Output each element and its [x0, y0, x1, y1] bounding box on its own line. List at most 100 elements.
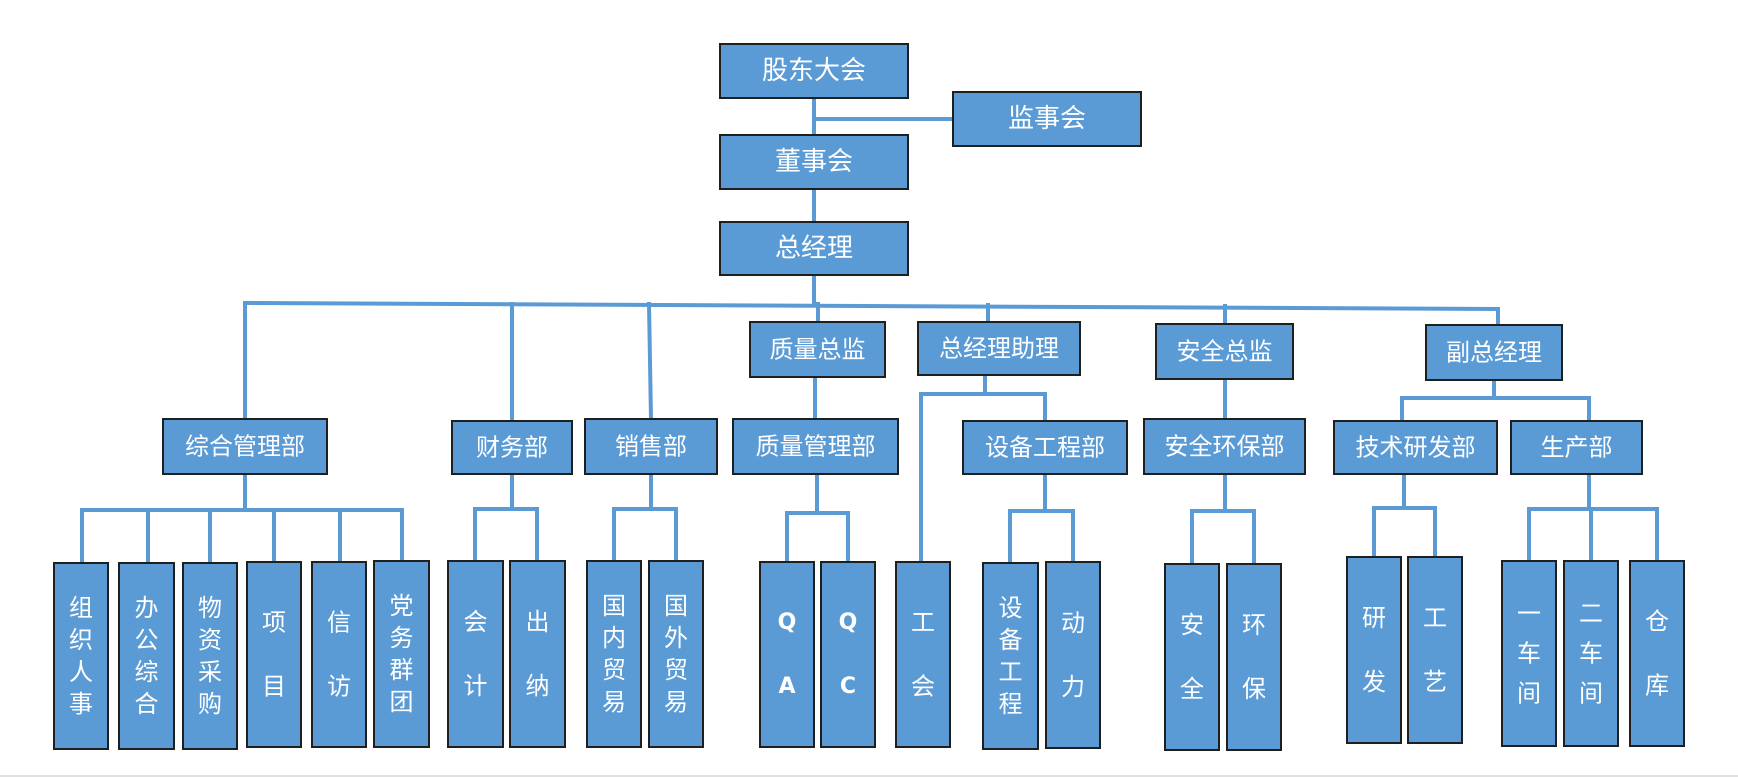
node-label: 设备工程部 — [985, 434, 1105, 462]
node-label: 研发 — [1362, 604, 1386, 696]
org-node-accounting: 会计 — [447, 560, 504, 748]
node-label: 副总经理 — [1446, 339, 1542, 367]
node-label: 监事会 — [1008, 104, 1086, 134]
bottom-rule — [0, 775, 1738, 777]
node-box — [1346, 556, 1402, 744]
org-node-finance: 财务部 — [451, 420, 573, 475]
org-node-quality-mgmt: 质量管理部 — [732, 418, 899, 475]
node-label: 股东大会 — [762, 56, 866, 86]
node-box — [1333, 420, 1498, 475]
node-box — [1629, 560, 1685, 747]
node-box — [962, 420, 1128, 475]
node-box — [719, 221, 909, 276]
node-box — [895, 561, 951, 748]
node-label: 二车间 — [1579, 600, 1603, 708]
node-label: 信访 — [327, 609, 351, 701]
node-label: 质量管理部 — [756, 433, 876, 461]
node-label: 办公综合 — [135, 594, 159, 718]
org-node-safety: 安全 — [1164, 563, 1220, 751]
node-label: 综合管理部 — [185, 433, 305, 461]
node-label: 仓库 — [1645, 608, 1669, 700]
org-node-safety-env: 安全环保部 — [1143, 418, 1306, 475]
org-node-env-protection: 环保 — [1226, 563, 1282, 751]
node-label: 总经理 — [775, 234, 853, 264]
node-box — [1407, 556, 1463, 744]
node-box — [451, 420, 573, 475]
org-node-workshop1: 一车间 — [1501, 560, 1557, 747]
node-box — [917, 321, 1081, 376]
node-box — [584, 418, 718, 475]
org-node-general-mgmt: 综合管理部 — [162, 418, 328, 475]
node-box — [719, 134, 909, 190]
node-label: 项目 — [262, 609, 286, 701]
org-node-project: 项目 — [246, 561, 302, 748]
connectors — [80, 96, 1659, 566]
org-node-party: 党务群团 — [373, 560, 430, 748]
node-box — [118, 562, 175, 750]
node-box — [447, 560, 504, 748]
connector-line — [242, 300, 1501, 312]
node-label: 技术研发部 — [1356, 434, 1476, 462]
org-node-petition: 信访 — [311, 561, 367, 748]
node-box — [182, 562, 238, 750]
org-node-equip-engineering: 设备工程 — [982, 562, 1039, 750]
node-box — [509, 560, 566, 748]
org-node-cashier: 出纳 — [509, 560, 566, 748]
node-box — [1143, 418, 1306, 475]
connector-line — [646, 301, 654, 422]
node-box — [719, 43, 909, 99]
node-label: 安全 — [1180, 611, 1204, 703]
node-box — [1045, 561, 1101, 749]
org-node-research: 研发 — [1346, 556, 1402, 744]
org-node-foreign-trade: 国外贸易 — [648, 560, 704, 748]
org-node-supervisors: 监事会 — [952, 91, 1142, 147]
node-label: 董事会 — [775, 147, 853, 177]
node-label: 会计 — [464, 608, 488, 700]
node-label: 安全总监 — [1177, 338, 1273, 366]
node-box — [246, 561, 302, 748]
org-node-hr: 组织人事 — [53, 562, 109, 750]
node-label: 总经理助理 — [939, 335, 1059, 363]
node-box — [982, 562, 1039, 750]
node-box — [749, 321, 886, 378]
org-node-shareholders: 股东大会 — [719, 43, 909, 99]
org-node-quality-director: 质量总监 — [749, 321, 886, 378]
node-box — [1563, 560, 1619, 747]
node-label: 设备工程 — [999, 594, 1023, 718]
node-box — [732, 418, 899, 475]
node-box — [586, 560, 642, 748]
node-box — [820, 561, 876, 748]
node-label: 工艺 — [1423, 604, 1447, 696]
node-label: 国内贸易 — [602, 592, 626, 716]
org-node-gm-assistant: 总经理助理 — [917, 321, 1081, 376]
org-node-equipment-eng: 设备工程部 — [962, 420, 1128, 475]
org-node-rnd: 技术研发部 — [1333, 420, 1498, 475]
node-label: 安全环保部 — [1165, 433, 1285, 461]
node-label: 出纳 — [526, 608, 550, 700]
node-label: 生产部 — [1541, 434, 1613, 462]
org-node-procurement: 物资采购 — [182, 562, 238, 750]
node-box — [1501, 560, 1557, 747]
org-node-sales: 销售部 — [584, 418, 718, 475]
node-box — [162, 418, 328, 475]
org-node-safety-director: 安全总监 — [1155, 323, 1294, 380]
org-node-union: 工会 — [895, 561, 951, 748]
node-label: 党务群团 — [390, 592, 414, 716]
node-label: 国外贸易 — [664, 592, 688, 716]
org-node-office: 办公综合 — [118, 562, 175, 750]
node-box — [759, 561, 815, 748]
node-label: 工会 — [911, 609, 935, 701]
org-node-gm: 总经理 — [719, 221, 909, 276]
node-box — [53, 562, 109, 750]
node-label: 质量总监 — [770, 336, 866, 364]
node-box — [952, 91, 1142, 147]
org-node-deputy-gm: 副总经理 — [1425, 324, 1563, 381]
org-node-domestic-trade: 国内贸易 — [586, 560, 642, 748]
org-node-board: 董事会 — [719, 134, 909, 190]
node-label: 销售部 — [615, 433, 687, 461]
